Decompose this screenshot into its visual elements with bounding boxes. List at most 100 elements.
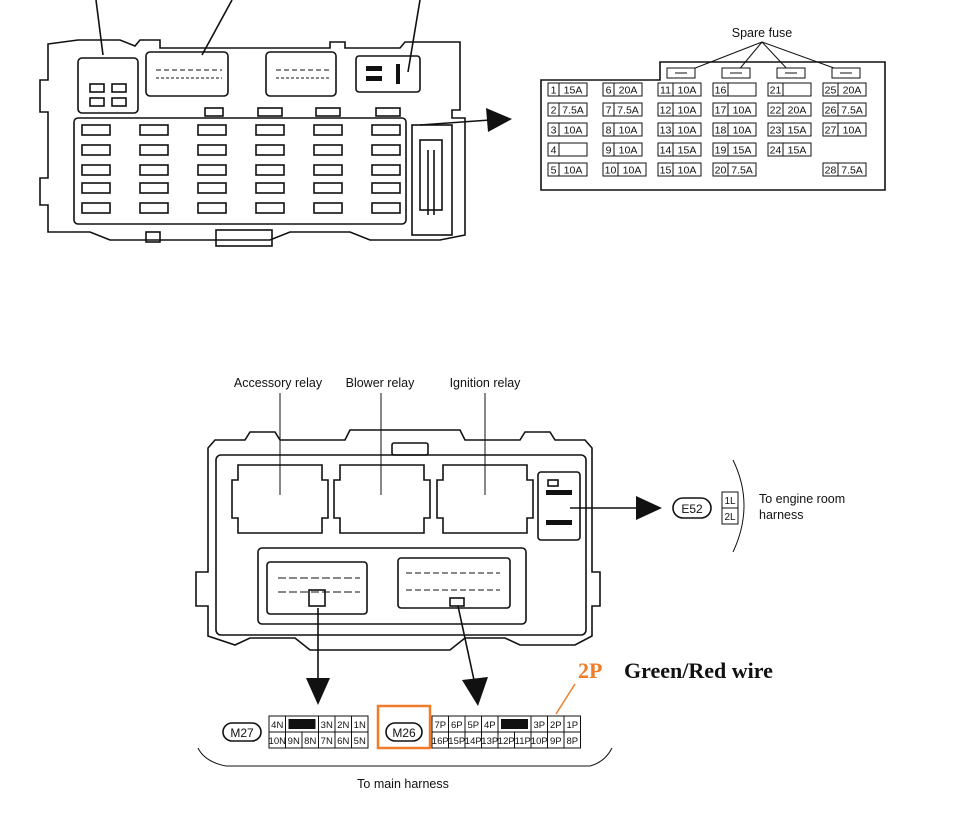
- fuse-slot: [255, 182, 285, 194]
- fuse-number: 24: [770, 145, 782, 157]
- m26-pin-label: 6P: [451, 720, 463, 731]
- fuse-slot: [313, 124, 343, 136]
- m26-pin-label: 2P: [550, 720, 562, 731]
- fuse-amp: 10A: [564, 125, 583, 137]
- fuse-slot: [371, 182, 401, 194]
- m26-blank-pin: [501, 719, 528, 729]
- fuse-amp-cell: [672, 162, 702, 177]
- fuse-amp: 20A: [619, 85, 638, 97]
- fuse-number: 19: [715, 145, 727, 157]
- m26-pin-label: 7P: [434, 720, 446, 731]
- fuse-amp-cell: [558, 82, 588, 97]
- m26-pin-label: 1P: [566, 720, 578, 731]
- fuse-amp: 7.5A: [562, 105, 584, 117]
- fuse-number: 7: [606, 105, 612, 117]
- m27-pin-label: 6N: [337, 736, 349, 747]
- fuse-number: 23: [770, 125, 782, 137]
- m26-pin-label: 14P: [465, 736, 482, 747]
- fuse-amp-cell: [613, 102, 643, 117]
- m27-pin-label: 3N: [321, 720, 333, 731]
- fuse-amp: 15A: [733, 145, 752, 157]
- engine-room-label-2: harness: [759, 508, 803, 522]
- fuse-number: 26: [825, 105, 837, 117]
- fuse-amp: 10A: [619, 125, 638, 137]
- fuse-amp: 15A: [678, 145, 697, 157]
- m26-pin-label: 15P: [448, 736, 465, 747]
- fuse-amp-cell: [558, 102, 588, 117]
- fuse-slot: [139, 164, 169, 176]
- fuse-amp: 10A: [623, 165, 642, 177]
- fuse-amp-cell: [558, 162, 588, 177]
- m27-pin-label: 9N: [288, 736, 300, 747]
- fuse-number: 27: [825, 125, 837, 137]
- fuse-number: 1: [551, 85, 557, 97]
- m27-blank-pin: [288, 719, 316, 729]
- m27-pin-label: 2N: [337, 720, 349, 731]
- fuse-amp-cell: [613, 142, 643, 157]
- fuse-slot: [139, 124, 169, 136]
- fuse-slot: [139, 182, 169, 194]
- m27-pin-label: 7N: [321, 736, 333, 747]
- spare-fuse-label: Spare fuse: [732, 26, 793, 40]
- fuse-amp-cell: [672, 102, 702, 117]
- fuse-number: 9: [606, 145, 612, 157]
- fuse-amp: 15A: [788, 125, 807, 137]
- fuse-slot: [81, 144, 111, 156]
- fuse-slot: [81, 124, 111, 136]
- fuse-number: 10: [605, 165, 617, 177]
- fuse-slot: [313, 182, 343, 194]
- fuse-number: 25: [825, 85, 837, 97]
- m27-label: M27: [230, 726, 254, 740]
- spare-fuse-leaders: [684, 41, 846, 73]
- fuse-slot: [81, 164, 111, 176]
- m27-pin-label: 5N: [354, 736, 366, 747]
- e52-pin-2l: 2L: [724, 512, 736, 523]
- m26-pin-label: 10P: [531, 736, 548, 747]
- fuse-amp-cell: [613, 82, 643, 97]
- fuse-amp: 7.5A: [841, 165, 863, 177]
- fuse-slot: [371, 164, 401, 176]
- fuse-slot: [197, 144, 227, 156]
- fuse-slot: [313, 202, 343, 214]
- m26-pin-label: 8P: [566, 736, 578, 747]
- fuse-amp-cell: [727, 82, 757, 97]
- main-harness-label: To main harness: [357, 777, 449, 791]
- fuse-slot: [371, 144, 401, 156]
- fuse-slot: [81, 202, 111, 214]
- m26-pin-label: 12P: [498, 736, 515, 747]
- fuse-slot: [197, 182, 227, 194]
- fuse-slot: [255, 202, 285, 214]
- fuse-slot: [313, 164, 343, 176]
- m26-pin-label: 13P: [481, 736, 498, 747]
- fuse-slot: [139, 144, 169, 156]
- relay-box-drawing: Accessory relay Blower relay Ignition re…: [195, 376, 662, 706]
- m27-pin-label: 1N: [354, 720, 366, 731]
- fuse-amp: 7.5A: [617, 105, 639, 117]
- fuse-number: 4: [551, 145, 557, 157]
- fuse-amp: 20A: [843, 85, 862, 97]
- fuse-amp: 10A: [619, 145, 638, 157]
- relay-label-accessory: Accessory relay: [234, 376, 323, 390]
- fuse-slot: [371, 202, 401, 214]
- m26-pin-cell: [563, 731, 581, 749]
- m26-pin-label: 5P: [467, 720, 479, 731]
- fuse-slot: [255, 144, 285, 156]
- fuse-amp: 15A: [564, 85, 583, 97]
- m27-pin-cell: [351, 731, 369, 749]
- fuse-amp-cell: [672, 142, 702, 157]
- fuse-amp-cell: [837, 122, 867, 137]
- fuse-amp-cell: [558, 142, 588, 157]
- fuse-slot: [197, 164, 227, 176]
- m26-pin-label: 4P: [484, 720, 496, 731]
- fuse-slot: [371, 124, 401, 136]
- fuse-number: 2: [551, 105, 557, 117]
- m26-pin-label: 9P: [550, 736, 562, 747]
- m26-pin-label: 3P: [533, 720, 545, 731]
- e52-label: E52: [681, 502, 703, 516]
- fuse-amp-cell: [837, 82, 867, 97]
- fuse-amp: 10A: [733, 105, 752, 117]
